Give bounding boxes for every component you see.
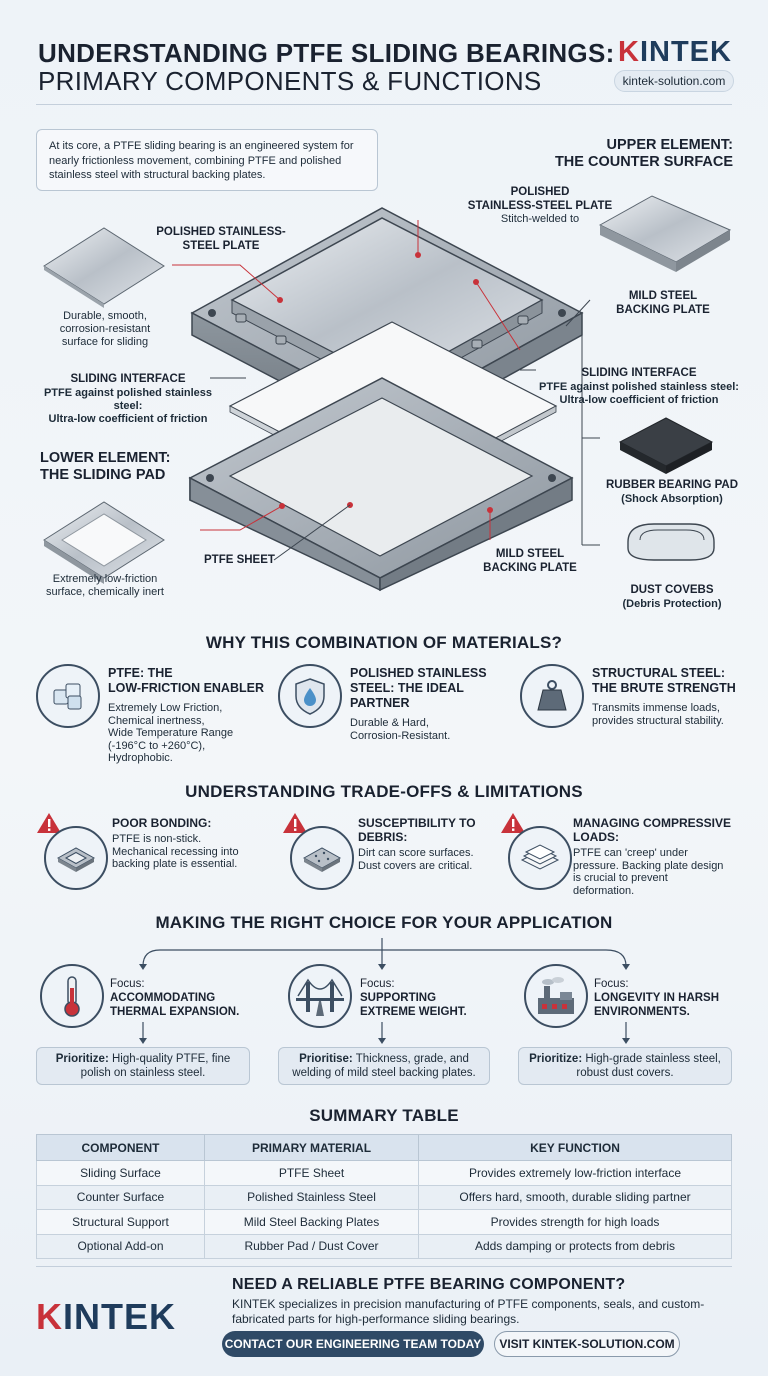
brand-logo[interactable]: KINTEK (618, 36, 732, 68)
choice-section-title: MAKING THE RIGHT CHOICE FOR YOUR APPLICA… (155, 913, 613, 932)
warning-icon (37, 813, 61, 833)
lower-backing-plate (188, 377, 574, 592)
label-polished-left: POLISHED STAINLESS-STEEL PLATE (156, 226, 286, 252)
bridge-icon (288, 964, 352, 1028)
table-cell: Mild Steel Backing Plates (204, 1209, 419, 1235)
visit-website-button[interactable]: VISIT KINTEK-SOLUTION.COM (494, 1331, 680, 1357)
warning-icon (501, 813, 525, 833)
table-row: Optional Add-on Rubber Pad / Dust Cover … (36, 1233, 732, 1259)
choice-weight: Focus: SUPPORTING EXTREME WEIGHT. (360, 978, 467, 1018)
col-header-material: PRIMARY MATERIAL (204, 1134, 419, 1161)
contact-team-button[interactable]: CONTACT OUR ENGINEERING TEAM TODAY (222, 1331, 484, 1357)
choice-branch-lines (139, 938, 630, 1044)
prioritize-thermal: Prioritize: High-quality PTFE, fine poli… (36, 1047, 250, 1085)
website-link[interactable]: kintek-solution.com (614, 70, 734, 92)
table-cell: Provides strength for high loads (418, 1209, 732, 1235)
choice-thermal: Focus: ACCOMMODATING THERMAL EXPANSION. (110, 978, 240, 1018)
weight-icon (520, 664, 584, 728)
footer-divider (36, 1266, 732, 1267)
table-cell: Rubber Pad / Dust Cover (204, 1233, 419, 1259)
why-section-title: WHY THIS COMBINATION OF MATERIALS? (205, 633, 563, 652)
thermometer-icon (40, 964, 104, 1028)
table-row: Sliding Surface PTFE Sheet Provides extr… (36, 1160, 732, 1186)
col-header-component: COMPONENT (36, 1134, 205, 1161)
recessed-plate-icon (44, 826, 108, 890)
summary-table: COMPONENT PRIMARY MATERIAL KEY FUNCTION … (36, 1134, 732, 1259)
choice-longevity: Focus: LONGEVITY IN HARSH ENVIRONMENTS. (594, 978, 720, 1018)
page-subtitle: PRIMARY COMPONENTS & FUNCTIONS (38, 66, 542, 96)
warning-icon (283, 813, 307, 833)
table-cell: Structural Support (36, 1209, 205, 1235)
col-header-function: KEY FUNCTION (418, 1134, 732, 1161)
why-item-stainless: POLISHED STAINLESS STEEL: THE IDEAL PART… (350, 666, 487, 742)
prioritize-longevity: Prioritize: High-grade stainless steel, … (518, 1047, 732, 1085)
cta-heading: NEED A RELIABLE PTFE BEARING COMPONENT? (232, 1276, 626, 1293)
table-row: Structural Support Mild Steel Backing Pl… (36, 1209, 732, 1235)
thumb-dust-cover (627, 523, 715, 561)
header-divider (36, 104, 732, 105)
exploded-bearing-diagram (43, 195, 732, 592)
thumb-polished-plate-left (43, 227, 165, 308)
lower-element-title: LOWER ELEMENT:THE SLIDING PAD (40, 450, 171, 483)
tradeoff-bonding: POOR BONDING: PTFE is non-stick.Mechanic… (112, 816, 239, 870)
thumb-polished-plate-right (598, 195, 732, 272)
footer-brand-logo[interactable]: KINTEK (36, 1296, 176, 1337)
shield-drop-icon (278, 664, 342, 728)
why-item-ptfe: PTFE: THE LOW-FRICTION ENABLER Extremely… (108, 666, 264, 764)
table-header-row: COMPONENT PRIMARY MATERIAL KEY FUNCTION (36, 1134, 732, 1161)
table-cell: Optional Add-on (36, 1233, 205, 1259)
label-sliding-left: SLIDING INTERFACE PTFE against polished … (43, 373, 213, 425)
debris-plate-icon (290, 826, 354, 890)
label-dust-covers: DUST COVEBS (Debris Protection) (622, 584, 722, 610)
ice-cube-icon (36, 664, 100, 728)
table-cell: Adds damping or protects from debris (418, 1233, 732, 1259)
tradeoff-debris: SUSCEPTIBILITY TO DEBRIS: Dirt can score… (358, 816, 476, 872)
page-title: UNDERSTANDING PTFE SLIDING BEARINGS: (38, 38, 615, 68)
upper-element-title: UPPER ELEMENT:THE COUNTER SURFACE (554, 137, 733, 170)
prioritize-weight: Prioritise: Thickness, grade, and weldin… (278, 1047, 490, 1085)
label-ptfe-sheet: PTFE SHEET (204, 554, 275, 566)
summary-table-title: SUMMARY TABLE (309, 1106, 459, 1125)
stacked-sheets-icon (508, 826, 572, 890)
factory-icon (524, 964, 588, 1028)
tradeoffs-section-title: UNDERSTANDING TRADE-OFFS & LIMITATIONS (185, 782, 583, 801)
thumb-ptfe-pad (43, 501, 165, 584)
intro-box: At its core, a PTFE sliding bearing is a… (36, 129, 378, 191)
thumb-rubber-pad (618, 417, 714, 474)
label-sliding-right: SLIDING INTERFACE PTFE against polished … (539, 367, 739, 406)
table-cell: Offers hard, smooth, durable sliding par… (418, 1184, 732, 1210)
table-cell: Provides extremely low-friction interfac… (418, 1160, 732, 1186)
cta-text: KINTEK specializes in precision manufact… (232, 1297, 705, 1326)
table-cell: Polished Stainless Steel (204, 1184, 419, 1210)
table-cell: PTFE Sheet (204, 1160, 419, 1186)
table-cell: Sliding Surface (36, 1160, 205, 1186)
label-rubber-pad: RUBBER BEARING PAD (Shock Absorption) (605, 479, 739, 505)
table-row: Counter Surface Polished Stainless Steel… (36, 1184, 732, 1210)
tradeoff-loads: MANAGING COMPRESSIVE LOADS: PTFE can 'cr… (573, 816, 732, 897)
why-item-structural: STRUCTURAL STEEL: THE BRUTE STRENGTH Tra… (592, 666, 736, 727)
table-cell: Counter Surface (36, 1184, 205, 1210)
